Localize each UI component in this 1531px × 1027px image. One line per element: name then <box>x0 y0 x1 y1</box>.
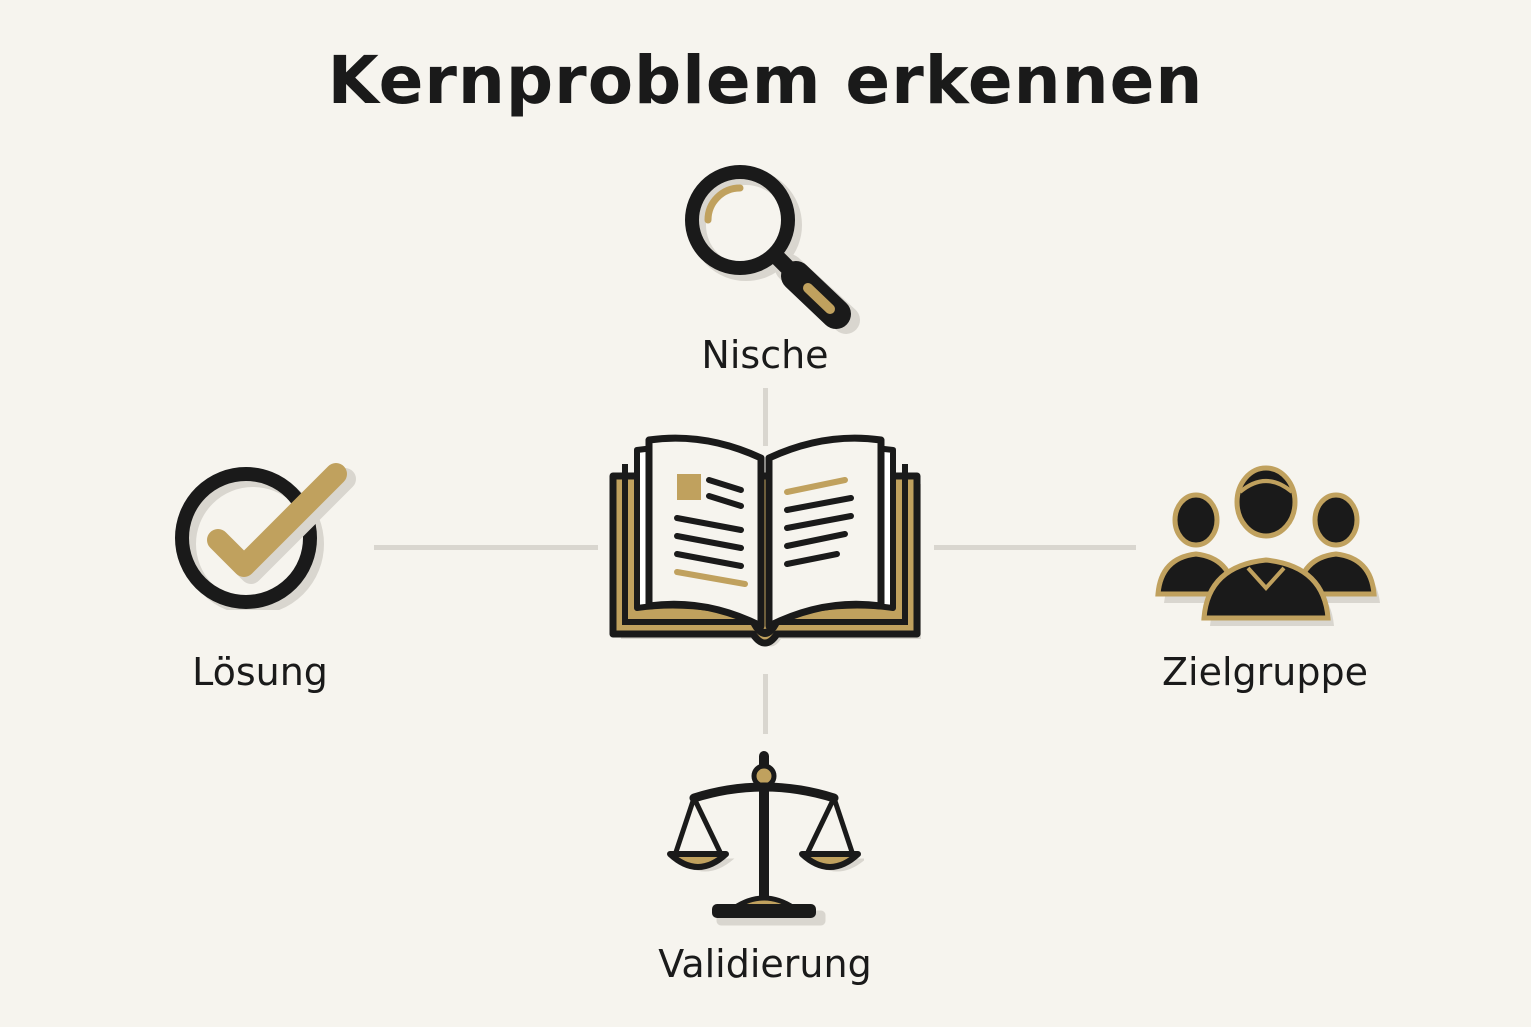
magnifying-glass-icon <box>685 165 860 334</box>
node-label-zielgruppe: Zielgruppe <box>1162 650 1368 694</box>
people-group-icon <box>1155 465 1380 626</box>
connector-right <box>934 545 1136 550</box>
open-book-icon <box>609 434 921 647</box>
node-label-validierung: Validierung <box>658 942 872 986</box>
check-circle-icon <box>175 463 356 610</box>
connector-left <box>374 545 598 550</box>
diagram-title: Kernproblem erkennen <box>327 42 1204 119</box>
node-label-loesung: Lösung <box>192 650 328 694</box>
scales-icon <box>667 751 864 926</box>
connector-bottom <box>763 674 768 734</box>
node-label-nische: Nische <box>701 333 829 377</box>
connector-top <box>763 388 768 446</box>
